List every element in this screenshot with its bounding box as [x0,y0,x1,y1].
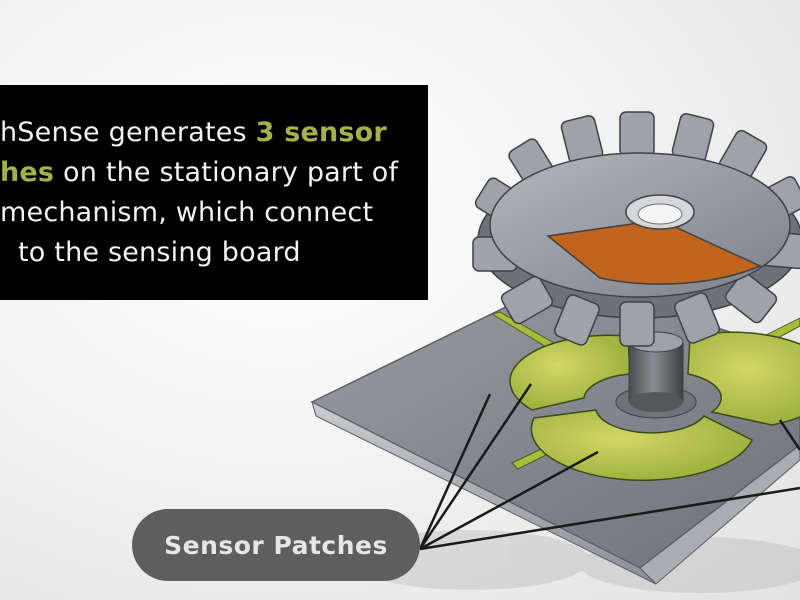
caption-highlight-2: hes [0,157,55,188]
caption-line-2-text: on the stationary part of [54,157,399,188]
sensor-patches-label: Sensor Patches [132,509,420,581]
caption-line-3: mechanism, which connect [0,197,374,228]
shaft-icon [615,331,697,419]
gear-sensor-patch [546,219,762,285]
caption-line-2: hes on the stationary part of [0,153,398,193]
sensor-patch-right [687,331,800,426]
caption-line-4: to the sensing board [18,237,301,268]
sensor-patch-bottom [530,409,753,482]
sensor-patches-label-text: Sensor Patches [164,530,388,560]
gear-icon [472,111,800,347]
caption-box: hSense generates 3 sensor hes on the sta… [0,85,428,300]
pointer-line-icon [418,383,800,551]
sensor-patches [509,331,800,482]
caption-line-1: hSense generates 3 sensor [0,113,387,153]
caption-line-1-text: hSense generates [0,117,256,148]
caption-highlight-1: 3 sensor [255,117,387,148]
